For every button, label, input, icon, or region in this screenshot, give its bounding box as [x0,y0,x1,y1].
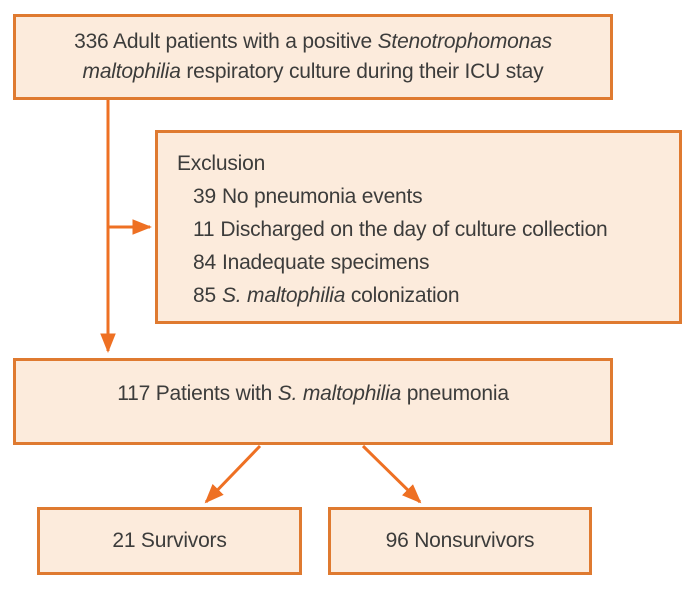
enrollment-line1: 336 Adult patients with a positive Steno… [74,27,552,57]
pneumonia-text: 117 Patients with [117,382,278,405]
pneumonia-text-suffix: pneumonia [401,382,509,405]
enrollment-line2: maltophilia respiratory culture during t… [83,57,544,87]
survivors-box: 21 Survivors [37,507,302,575]
exclusion-count: 84 [193,251,216,274]
exclusion-title: Exclusion [177,152,266,175]
connector-to-survivors [204,444,262,504]
exclusion-reason: Inadequate specimens [221,251,430,274]
exclusion-count: 39 [193,185,216,208]
enrollment-box: 336 Adult patients with a positive Steno… [13,14,613,100]
pneumonia-box: 117 Patients with S. maltophilia pneumon… [13,358,613,445]
enrollment-text: respiratory culture during their ICU sta… [180,60,544,83]
survivors-label: 21 Survivors [112,529,227,552]
exclusion-count: 85 [193,284,216,307]
exclusion-reason-suffix: colonization [345,284,460,307]
species-name: Stenotrophomonas [377,30,552,53]
species-name: maltophilia [82,60,181,83]
nonsurvivors-box: 96 Nonsurvivors [328,507,592,575]
species-name: S. maltophilia [221,284,346,307]
enrollment-text: 336 Adult patients with a positive [74,30,378,53]
exclusion-reason: Discharged on the day of culture collect… [220,218,608,241]
nonsurvivors-label: 96 Nonsurvivors [385,529,535,552]
connector-to-nonsurvivors [361,444,422,504]
exclusion-reason: No pneumonia events [221,185,423,208]
species-name: S. maltophilia [277,382,402,405]
pneumonia-label: 117 Patients with S. maltophilia pneumon… [16,379,610,409]
exclusion-count: 11 [193,218,215,241]
